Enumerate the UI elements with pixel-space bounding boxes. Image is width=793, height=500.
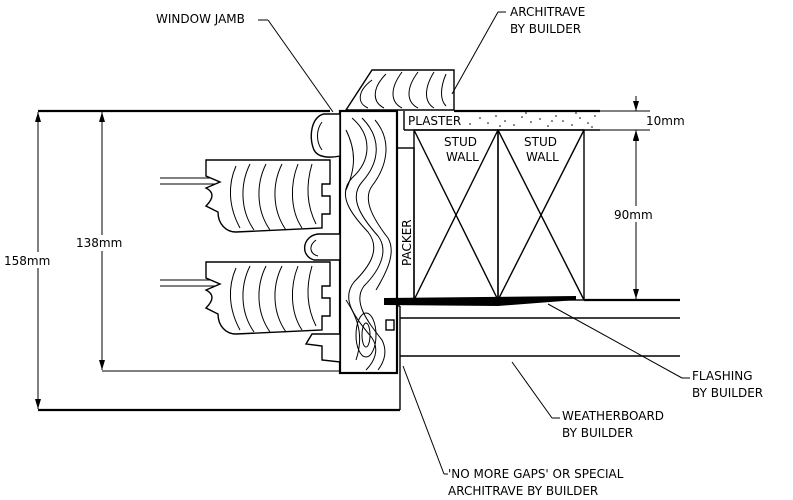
dimension-10mm: 10mm [600,96,685,141]
packer-label: PACKER [400,219,414,266]
callout-no-more-gaps: 'NO MORE GAPS' OR SPECIAL ARCHITRAVE BY … [402,365,624,498]
dim-label-158mm: 158mm [4,254,50,268]
plaster-stipple [469,112,596,128]
stud-label-2: STUD [524,135,557,149]
jamb-bead-middle [304,233,341,261]
callout-flashing: FLASHING BY BUILDER [547,303,763,400]
window-jamb [338,109,399,375]
weatherboard-label-1: WEATHERBOARD [562,409,664,423]
stud-label-1: STUD [444,135,477,149]
architrave-top [344,69,455,111]
dim-label-90mm: 90mm [614,208,653,222]
dim-label-138mm: 138mm [76,236,122,250]
no-more-gaps-label-1: 'NO MORE GAPS' OR SPECIAL [448,467,624,481]
callout-window-jamb: WINDOW JAMB [156,12,334,113]
flashing [384,296,576,306]
no-more-gaps-label-2: ARCHITRAVE BY BUILDER [448,484,598,498]
stud-wall-label-1: WALL [446,150,479,164]
packer: PACKER [396,147,415,301]
stud-wall: STUD WALL STUD WALL [413,129,680,302]
plaster-label: PLASTER [408,114,461,128]
flashing-label-2: BY BUILDER [692,386,763,400]
plaster-board: PLASTER [403,109,600,131]
architrave-top-label-2: BY BUILDER [510,22,581,36]
dimension-90mm: 90mm [612,131,664,299]
dimension-138mm: 138mm [74,112,134,370]
flashing-label-1: FLASHING [692,369,753,383]
weatherboard [385,305,680,410]
jamb-bead-bottom [304,333,341,363]
dim-label-10mm: 10mm [646,114,685,128]
callout-weatherboard: WEATHERBOARD BY BUILDER [511,361,664,440]
architrave-top-label-1: ARCHITRAVE [510,5,585,19]
window-jamb-label: WINDOW JAMB [156,12,245,26]
dimension-158mm: 158mm [2,112,56,409]
frame-lines [38,109,400,412]
callout-architrave-top: ARCHITRAVE BY BUILDER [451,5,585,95]
sash-profile-top [160,159,331,233]
jamb-bead-top [310,113,341,158]
sash-profile-bottom [160,261,331,335]
weatherboard-label-2: BY BUILDER [562,426,633,440]
stud-wall-label-2: WALL [526,150,559,164]
